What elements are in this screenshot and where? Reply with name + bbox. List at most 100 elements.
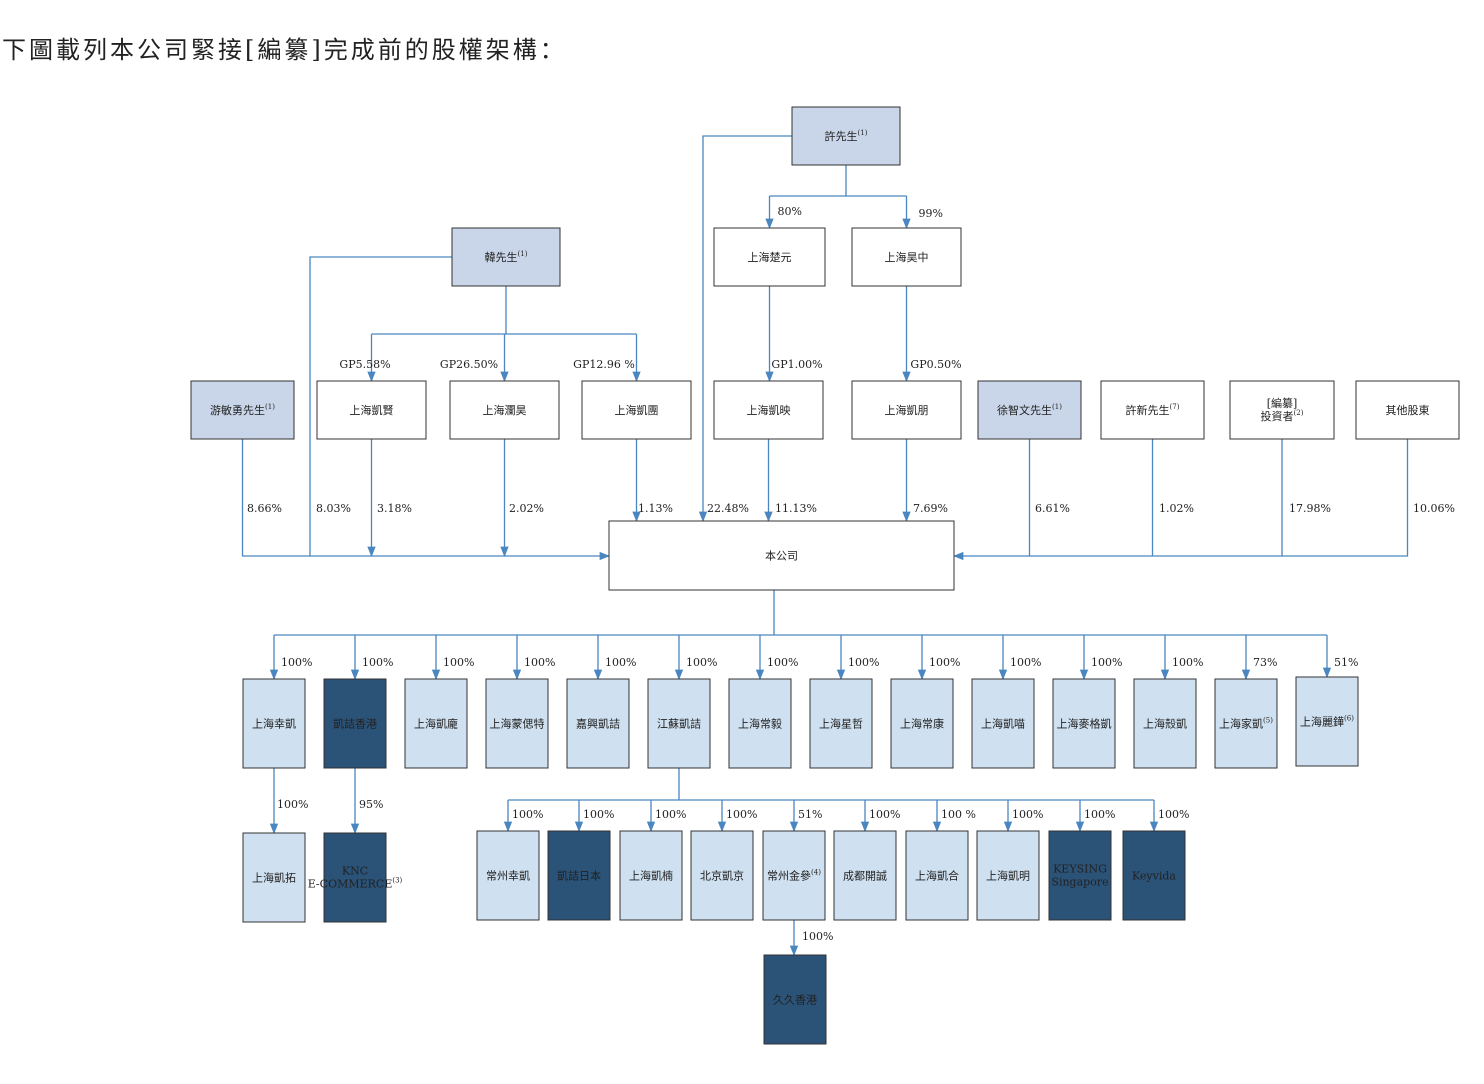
node-label: E-COMMERCE(3) xyxy=(308,877,403,891)
node-box xyxy=(647,678,711,769)
node-label: [編纂] xyxy=(1267,396,1298,410)
node-box xyxy=(1052,678,1116,769)
node-s12: 上海殼凱 xyxy=(1133,678,1197,769)
node-label: KNC xyxy=(342,865,368,878)
node-box xyxy=(809,678,873,769)
node-label: 常州幸凱 xyxy=(486,870,530,883)
pct-s7: 100% xyxy=(767,656,798,669)
node-label: 上海麗鏵(6) xyxy=(1300,715,1354,729)
pct-k1: 100% xyxy=(802,930,833,943)
node-lanhao: 上海瀾昊 xyxy=(449,380,560,440)
pct-j3: 100% xyxy=(655,808,686,821)
node-j5: 常州金參(4) xyxy=(762,830,826,921)
node-box xyxy=(851,380,962,440)
node-label: 上海凱賢 xyxy=(350,403,394,417)
node-box xyxy=(890,678,954,769)
footnote-marker: (1) xyxy=(265,403,275,411)
node-label: 凱詰日本 xyxy=(557,869,601,883)
pct-t1: 100% xyxy=(277,798,308,811)
node-box xyxy=(851,227,962,287)
node-box xyxy=(581,380,692,440)
pct-kaixian_co: 3.18% xyxy=(377,502,412,515)
footnote-marker: (3) xyxy=(392,877,402,885)
node-you: 游敏勇先生(1) xyxy=(190,380,295,440)
pct-xuzhiwen_co: 6.61% xyxy=(1035,502,1070,515)
footnote-marker: (1) xyxy=(518,250,528,258)
node-box xyxy=(728,678,792,769)
pct-han_kaixian: GP5.58% xyxy=(339,358,390,371)
node-box xyxy=(619,830,683,921)
pct-s11: 100% xyxy=(1091,656,1122,669)
node-label: 上海家凱(5) xyxy=(1219,717,1273,731)
pct-lanhao_co: 2.02% xyxy=(509,502,544,515)
node-box xyxy=(971,678,1035,769)
node-j3: 上海凱楠 xyxy=(619,830,683,921)
footnote-marker: (1) xyxy=(1052,403,1062,411)
node-company: 本公司 xyxy=(608,520,955,591)
node-label: 上海星哲 xyxy=(819,717,863,731)
node-box xyxy=(323,678,387,769)
pct-s9: 100% xyxy=(929,656,960,669)
pct-j6: 100% xyxy=(869,808,900,821)
node-label: 許先生(1) xyxy=(825,129,868,143)
node-box xyxy=(690,830,754,921)
node-s10: 上海凱喵 xyxy=(971,678,1035,769)
node-label: 本公司 xyxy=(765,549,798,563)
footnote-marker: (6) xyxy=(1344,715,1354,723)
pct-s6: 100% xyxy=(686,656,717,669)
node-kaiying: 上海凱映 xyxy=(713,380,824,440)
node-s9: 上海常康 xyxy=(890,678,954,769)
pct-s1: 100% xyxy=(281,656,312,669)
node-label: 上海凱楠 xyxy=(629,869,673,883)
node-s6: 江蘇凱詰 xyxy=(647,678,711,769)
node-kaixian: 上海凱賢 xyxy=(316,380,427,440)
node-label: 游敏勇先生(1) xyxy=(210,403,275,417)
node-label: 投資者(2) xyxy=(1261,409,1304,423)
node-others: 其他股東 xyxy=(1355,380,1460,440)
node-box xyxy=(1048,830,1112,921)
node-label: 上海常康 xyxy=(900,717,944,731)
node-box xyxy=(713,380,824,440)
node-xuxin: 許新先生(7) xyxy=(1100,380,1205,440)
pct-s14: 51% xyxy=(1334,656,1358,669)
ownership-arrow xyxy=(241,439,611,561)
node-investors: [編纂]投資者(2) xyxy=(1229,380,1335,440)
pct-s2: 100% xyxy=(362,656,393,669)
pct-xu_chuyuan: 80% xyxy=(778,205,802,218)
node-label: Keyvida xyxy=(1132,870,1176,883)
node-box xyxy=(404,678,468,769)
node-box xyxy=(713,227,826,287)
node-s4: 上海蒙偲特 xyxy=(485,678,549,769)
node-box xyxy=(1100,380,1205,440)
node-label: 上海凱喵 xyxy=(981,717,1025,731)
pct-s13: 73% xyxy=(1253,656,1277,669)
node-box xyxy=(451,227,561,287)
node-box xyxy=(977,380,1082,440)
node-box xyxy=(190,380,295,440)
pct-xu_co: 22.48% xyxy=(707,502,749,515)
node-kaituan: 上海凱團 xyxy=(581,380,692,440)
node-box xyxy=(566,678,630,769)
pct-investors_co: 17.98% xyxy=(1289,502,1331,515)
node-label: 常州金參(4) xyxy=(767,869,821,883)
node-box xyxy=(763,954,827,1045)
pct-others_co: 10.06% xyxy=(1413,502,1455,515)
node-s1: 上海幸凱 xyxy=(242,678,306,769)
node-box xyxy=(791,106,901,166)
pct-han_kaituan: GP12.96 % xyxy=(573,358,635,371)
pct-haozhong_kaipeng: GP0.50% xyxy=(910,358,961,371)
node-label: 江蘇凱詰 xyxy=(657,717,701,731)
node-label: 嘉興凱詰 xyxy=(576,717,620,731)
node-label: 許新先生(7) xyxy=(1126,403,1180,417)
node-j2: 凱詰日本 xyxy=(547,830,611,921)
pct-t2: 95% xyxy=(359,798,383,811)
node-chuyuan: 上海楚元 xyxy=(713,227,826,287)
pct-you_co: 8.66% xyxy=(247,502,282,515)
node-label: 韓先生(1) xyxy=(485,250,528,264)
footnote-marker: (5) xyxy=(1263,717,1273,725)
pct-kaipeng_co: 7.69% xyxy=(913,502,948,515)
node-han: 韓先生(1) xyxy=(451,227,561,287)
node-label: 北京凱京 xyxy=(700,869,744,883)
